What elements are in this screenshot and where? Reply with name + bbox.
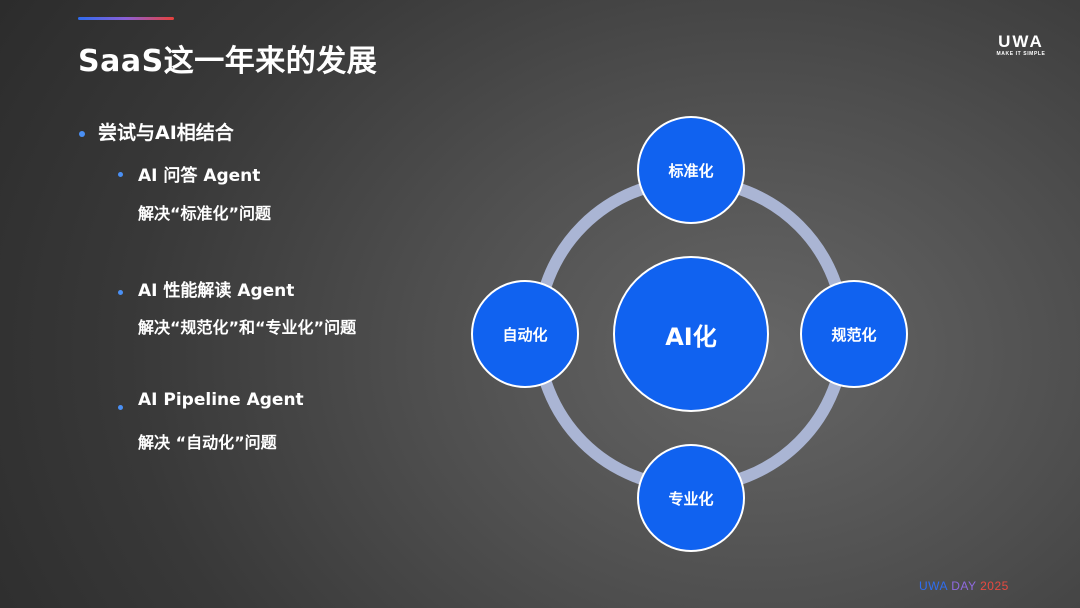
main-bullet-dot (79, 131, 85, 137)
bullet-dot (118, 172, 123, 177)
bullet-item-desc: 解决“规范化”和“专业化”问题 (138, 318, 357, 337)
slide-title: SaaS这一年来的发展 (78, 44, 378, 79)
center-node: AI化 (613, 256, 769, 412)
bullet-item-desc: 解决“标准化”问题 (138, 204, 272, 223)
main-bullet: 尝试与AI相结合 (98, 122, 234, 144)
node-bottom: 专业化 (637, 444, 745, 552)
bullet-dot (118, 290, 123, 295)
title-accent-line (78, 17, 174, 20)
footer-part3: 2025 (980, 579, 1009, 593)
bullet-item-desc: 解决 “自动化”问题 (138, 433, 277, 452)
footer-part1: UWA (919, 579, 948, 593)
footer-part2: DAY (947, 579, 981, 593)
logo-mark: UWA (998, 32, 1044, 51)
logo-tagline: MAKE IT SIMPLE (996, 51, 1046, 57)
uwa-logo: UWA MAKE IT SIMPLE (992, 33, 1050, 57)
node-left: 自动化 (471, 280, 579, 388)
bullet-item-title: AI 问答 Agent (138, 166, 261, 186)
node-right: 规范化 (800, 280, 908, 388)
node-top: 标准化 (637, 116, 745, 224)
bullet-item-title: AI 性能解读 Agent (138, 281, 295, 301)
bullet-item-title: AI Pipeline Agent (138, 390, 304, 410)
bullet-dot (118, 405, 123, 410)
event-footer: UWA DAY 2025 (919, 579, 1009, 593)
